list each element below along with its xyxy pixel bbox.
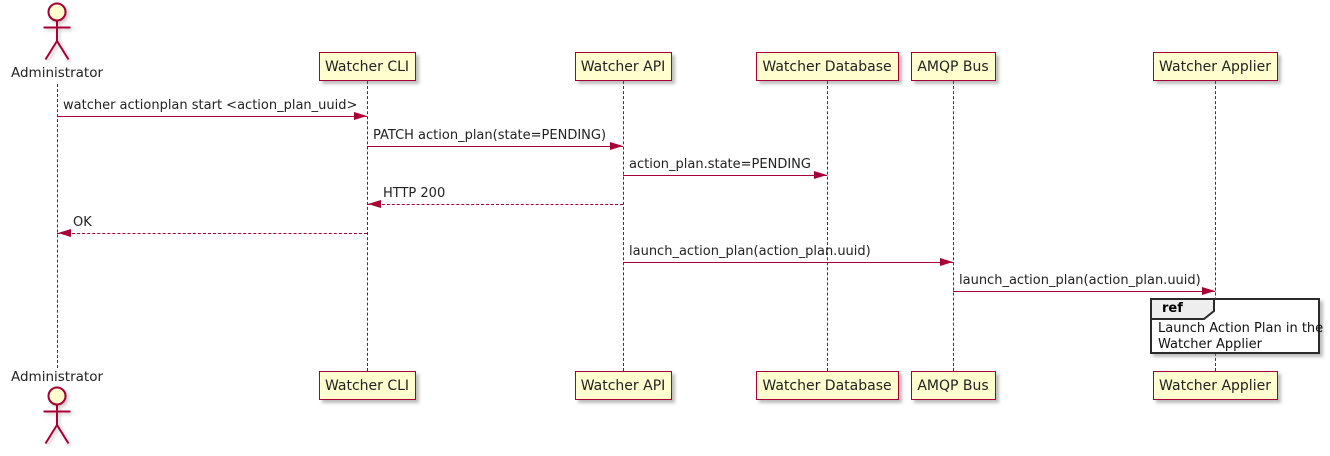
message-label-5: OK xyxy=(73,215,92,230)
message-arrowhead-icon-2 xyxy=(610,141,623,150)
message-arrowhead-icon-7 xyxy=(1202,286,1215,295)
message-label-4: HTTP 200 xyxy=(383,186,446,201)
participant-box-top-watcher-cli: Watcher CLI xyxy=(318,52,416,81)
message-label-3: action_plan.state=PENDING xyxy=(629,157,811,172)
lifeline-watcher-cli xyxy=(366,81,368,371)
message-line-1 xyxy=(57,116,367,117)
participant-box-top-watcher-applier: Watcher Applier xyxy=(1152,52,1278,81)
participant-box-top-watcher-database: Watcher Database xyxy=(755,52,899,81)
actor-label-administrator-top: Administrator xyxy=(10,65,104,81)
participant-box-bottom-watcher-api: Watcher API xyxy=(574,371,672,400)
lifeline-amqp-bus xyxy=(952,81,954,371)
message-line-4 xyxy=(367,204,623,205)
lifeline-watcher-database xyxy=(826,81,828,371)
message-arrowhead-icon-6 xyxy=(940,257,953,266)
ref-text-line-2: Watcher Applier xyxy=(1158,337,1262,352)
participant-box-bottom-watcher-database: Watcher Database xyxy=(755,371,899,400)
message-arrowhead-icon-1 xyxy=(354,111,367,120)
message-label-1: watcher actionplan start <action_plan_uu… xyxy=(63,98,358,113)
message-label-2: PATCH action_plan(state=PENDING) xyxy=(373,128,607,143)
participant-box-top-amqp-bus: AMQP Bus xyxy=(910,52,996,81)
message-line-5 xyxy=(57,233,367,234)
participant-box-bottom-watcher-applier: Watcher Applier xyxy=(1152,371,1278,400)
actor-stick-figure-icon xyxy=(43,2,71,61)
message-arrowhead-icon-5 xyxy=(58,228,71,237)
ref-keyword: ref xyxy=(1162,301,1183,316)
participant-box-top-watcher-api: Watcher API xyxy=(574,52,672,81)
actor-icon-administrator-top xyxy=(37,2,77,68)
message-label-7: launch_action_plan(action_plan.uuid) xyxy=(959,273,1201,288)
actor-stick-figure-icon xyxy=(43,386,71,445)
lifeline-administrator xyxy=(56,84,58,368)
actor-icon-administrator-bottom xyxy=(37,386,77,452)
lifeline-watcher-applier xyxy=(1214,81,1216,371)
message-line-6 xyxy=(623,262,953,263)
message-label-6: launch_action_plan(action_plan.uuid) xyxy=(629,244,871,259)
ref-text-line-1: Launch Action Plan in the xyxy=(1158,321,1324,336)
ref-header-pentagon xyxy=(1151,299,1215,320)
message-line-7 xyxy=(953,291,1215,292)
lifeline-watcher-api xyxy=(622,81,624,371)
message-arrowhead-icon-4 xyxy=(368,199,381,208)
actor-label-administrator-bottom: Administrator xyxy=(10,369,104,385)
message-line-3 xyxy=(623,175,827,176)
participant-box-bottom-watcher-cli: Watcher CLI xyxy=(318,371,416,400)
message-line-2 xyxy=(367,146,623,147)
participant-box-bottom-amqp-bus: AMQP Bus xyxy=(910,371,996,400)
message-arrowhead-icon-3 xyxy=(814,170,827,179)
